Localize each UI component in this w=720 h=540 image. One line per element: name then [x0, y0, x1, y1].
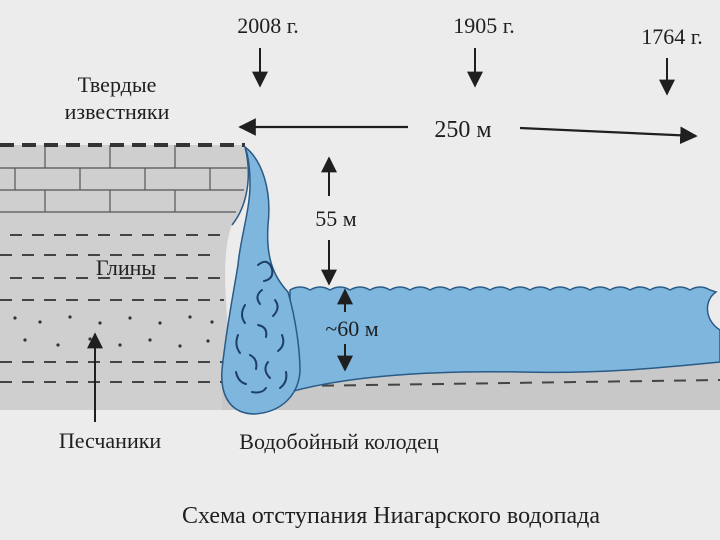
- year-2008-label: 2008 г.: [237, 13, 299, 38]
- sandstone-label: Песчаники: [59, 428, 162, 453]
- fall-height-dimension: 55 м: [315, 156, 357, 286]
- limestone-label-line2: известняки: [65, 99, 170, 124]
- river-bed: [222, 362, 720, 410]
- plunge-pool-label: Водобойный колодец: [239, 429, 439, 454]
- pool-depth-label: ~60 м: [325, 316, 378, 341]
- fall-height-label: 55 м: [315, 206, 357, 231]
- clay-layer: [0, 234, 225, 301]
- limestone-label-line1: Твердые: [78, 72, 157, 97]
- lower-rock-lines: [0, 361, 720, 387]
- pool-depth-dimension: ~60 м: [325, 288, 379, 372]
- retreat-arrow-right: [519, 126, 698, 145]
- year-1764-label: 1764 г.: [641, 24, 703, 49]
- retreat-dimension: 250 м: [238, 117, 698, 145]
- limestone-layer: [0, 145, 247, 213]
- year-markers: 2008 г. 1905 г. 1764 г.: [237, 13, 703, 96]
- rock-cliff: [0, 143, 720, 410]
- clay-label: Глины: [96, 255, 157, 280]
- turbulence-swirls: [235, 260, 288, 394]
- falls-lip: [231, 146, 250, 226]
- year-1905-label: 1905 г.: [453, 13, 515, 38]
- river-water: [289, 286, 720, 393]
- retreat-label: 250 м: [434, 117, 491, 143]
- caption: Схема отступания Ниагарского водопада: [182, 503, 600, 529]
